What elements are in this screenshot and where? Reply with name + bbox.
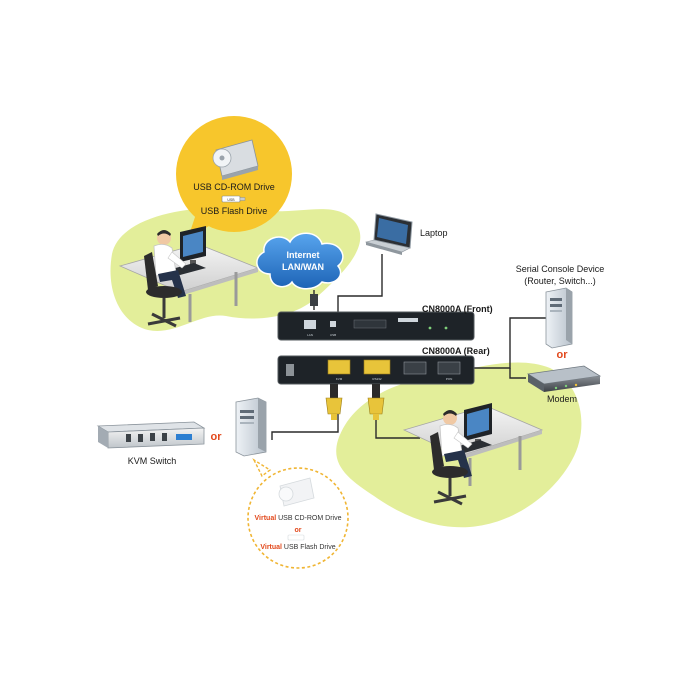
cn-front-label: CN8000A (Front)	[422, 304, 493, 314]
lan-wan-label: LAN/WAN	[282, 262, 324, 272]
kvm-switch-label: KVM Switch	[128, 456, 177, 466]
rear-port-1-label: KVM	[336, 377, 343, 381]
or-label-left: or	[211, 431, 223, 443]
serial-console-device-icon	[545, 287, 573, 349]
front-lan-port	[304, 320, 316, 329]
left-operator	[153, 230, 187, 298]
cn8000a-front-unit: LAN USB	[277, 311, 475, 341]
flash-drive-icon: USB	[221, 195, 246, 203]
cables	[271, 254, 546, 440]
virtual-media-callout: Virtual USB CD-ROM Drive or Virtual USB …	[247, 458, 349, 569]
rear-port-3-label: PON	[446, 377, 453, 381]
virtual-cdrom-label: Virtual USB CD-ROM Drive	[255, 515, 342, 522]
rear-serial-port-b	[437, 361, 461, 375]
vga-connector-left	[325, 384, 343, 420]
usb-badge: USB	[227, 198, 235, 202]
virtual-or-label: or	[295, 527, 302, 534]
serial-device-label-2: (Router, Switch...)	[524, 276, 596, 286]
serial-device-label-1: Serial Console Device	[516, 264, 605, 274]
front-usb-port	[330, 321, 336, 327]
serial-device-cable	[470, 317, 546, 369]
rear-kvm-port	[327, 359, 351, 375]
internet-label: Internet	[286, 250, 319, 260]
vga-connector-right	[367, 384, 385, 420]
rear-port-2-label: RS232	[372, 377, 382, 381]
front-port-2-label: USB	[330, 333, 336, 337]
network-plug	[310, 294, 318, 306]
right-chair	[430, 432, 468, 506]
kvm-switch-icon	[96, 421, 206, 449]
internet-cloud: Internet LAN/WAN	[256, 232, 344, 290]
virtual-cdrom-icon	[278, 477, 315, 507]
left-chair	[144, 252, 182, 328]
modem-icon	[526, 365, 602, 392]
left-workstation	[118, 226, 260, 328]
modem-label: Modem	[547, 394, 577, 404]
laptop-device	[364, 213, 413, 255]
cdrom-drive-icon	[212, 139, 259, 180]
usb-flash-label: USB Flash Drive	[201, 206, 268, 216]
modem-cable	[509, 368, 526, 379]
kvm-cable-left	[271, 398, 339, 440]
or-label-right: or	[557, 349, 569, 361]
rear-serial-port-a	[403, 361, 427, 375]
cn-rear-label: CN8000A (Rear)	[422, 346, 490, 356]
right-workstation	[402, 403, 544, 506]
left-monitor	[180, 226, 206, 265]
server-computer-icon	[235, 397, 267, 457]
kvm-cable-right	[375, 418, 420, 439]
virtual-flash-label: Virtual USB Flash Drive	[260, 544, 335, 551]
laptop-to-front-cable	[337, 254, 383, 312]
rear-rs232-port	[363, 359, 391, 375]
front-port-1-label: LAN	[307, 333, 313, 337]
virtual-flash-icon	[287, 534, 305, 541]
laptop-label: Laptop	[420, 228, 448, 238]
usb-cdrom-label: USB CD-ROM Drive	[193, 182, 275, 192]
right-monitor	[464, 403, 492, 444]
usb-storage-callout: USB CD-ROM Drive USB USB Flash Drive	[176, 116, 292, 238]
cn8000a-rear-unit: KVM RS232 PON	[277, 355, 475, 385]
